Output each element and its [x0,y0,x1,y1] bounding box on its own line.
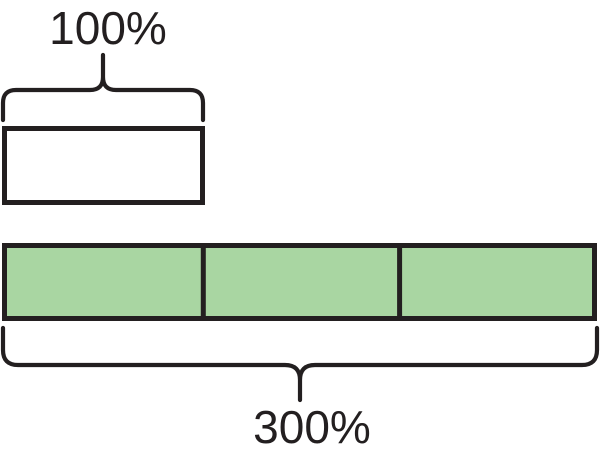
bottom-brace [0,325,600,403]
bottom-label-300-percent: 300% [253,401,371,453]
reference-bar-100 [2,126,205,205]
top-brace [0,52,206,123]
top-label-100-percent: 100% [49,2,167,54]
comparison-bar-300 [2,243,597,321]
